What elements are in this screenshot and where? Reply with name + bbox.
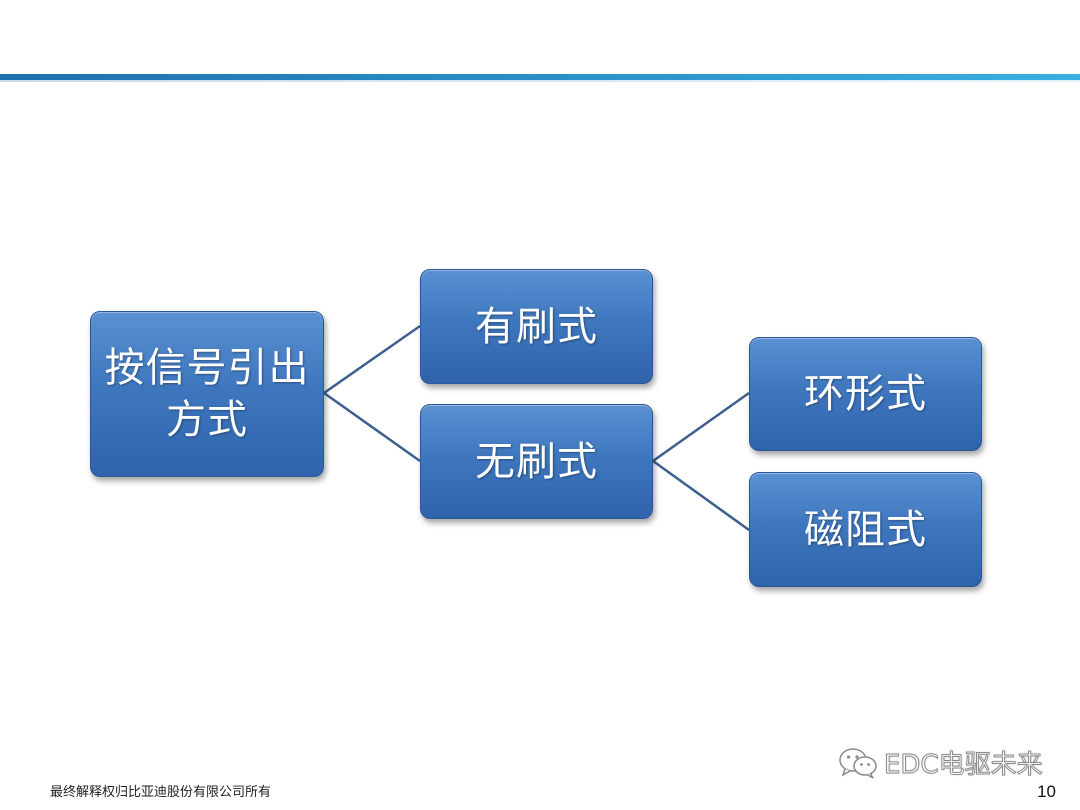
root-node-line-2: 方式: [166, 397, 248, 443]
header-rule: [0, 74, 1080, 80]
node-reluctance-label: 磁阻式: [804, 506, 927, 553]
root-node-line-1: 按信号引出: [104, 345, 310, 391]
page-number: 10: [1037, 782, 1056, 801]
watermark-text: EDC电驱未来: [884, 750, 1044, 781]
watermark: EDC电驱未来: [838, 744, 1043, 781]
node-brushed: 有刷式: [420, 269, 653, 384]
footer-copyright: 最终解释权归比亚迪股份有限公司所有: [50, 785, 272, 800]
connector-brushless-to-reluctance: [652, 459, 750, 532]
node-reluctance: 磁阻式: [749, 472, 982, 587]
root-node: 按信号引出 方式: [90, 311, 324, 477]
node-ring-label: 环形式: [804, 371, 927, 417]
connector-root-to-brushless: [323, 391, 421, 463]
node-brushed-label: 有刷式: [475, 303, 598, 350]
node-brushless-label: 无刷式: [475, 438, 598, 485]
connector-brushless-to-ring: [652, 391, 750, 463]
node-ring: 环形式: [749, 337, 982, 451]
node-brushless: 无刷式: [420, 404, 653, 519]
wechat-icon: [839, 747, 877, 779]
connector-root-to-brushed: [323, 324, 421, 395]
header-rule-shadow: [0, 80, 1080, 82]
